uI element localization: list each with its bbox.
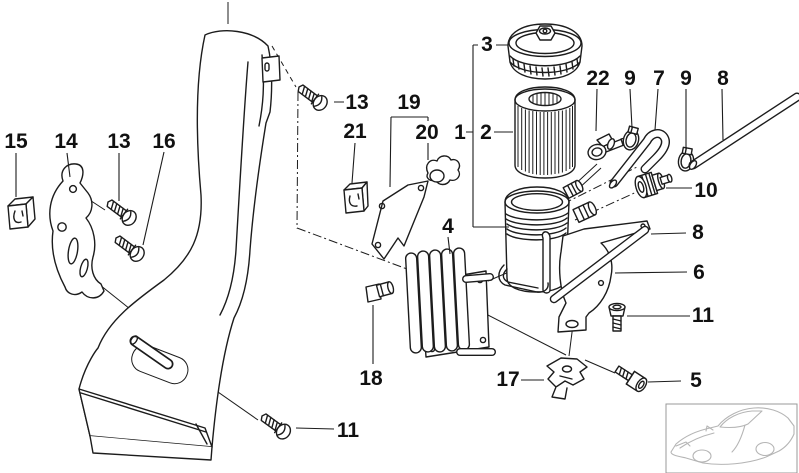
holder-bracket-part-14 [49,163,105,299]
bolt-part-11-right [608,302,626,332]
callout-16: 16 [152,130,175,153]
callout-15: 15 [4,130,28,153]
filter-housing-part-1 [498,179,598,294]
callout-4: 4 [442,215,454,238]
screw-part-13-duct [293,80,331,114]
duct-screw-slot [264,62,270,72]
car-silhouette-icon [670,407,795,465]
clip-nut-part-15 [7,196,36,230]
clamp-part-17 [546,357,588,400]
screw-part-13-left [102,195,140,229]
housing-port-upper [562,179,584,199]
car-thumbnail [665,403,798,473]
callout-20: 20 [415,121,438,144]
callout-17: 17 [496,368,519,391]
callout-21: 21 [343,120,367,143]
callout-9: 9 [680,67,692,90]
callout-2: 2 [480,121,492,144]
air-duct-part [78,2,281,461]
callout-9: 9 [624,67,636,90]
callout-8: 8 [692,221,704,244]
housing-support-rod [541,231,551,294]
callout-22: 22 [586,67,609,90]
support-bracket-part-19 [371,180,429,260]
duct-handle [129,335,189,385]
cooler-tubes [456,273,496,356]
callout-7: 7 [653,67,665,90]
callout-5: 5 [690,369,702,392]
housing-port-lower [572,201,598,224]
callout-19: 19 [397,91,420,114]
thumbnail-frame [665,403,798,473]
callout-10: 10 [694,179,717,202]
hose-part-7 [608,129,670,189]
callout-13: 13 [107,130,130,153]
grommet-part-18 [365,281,395,303]
fuel-cooler-part-4 [404,247,496,358]
callout-1: 1 [454,121,466,144]
pressure-regulator-part-10 [634,171,673,199]
label-leader-lines [15,44,724,430]
filter-cap-part-3 [507,23,583,80]
clip-nut-part-21 [343,181,369,214]
screw-part-16 [110,231,148,265]
callout-11: 11 [337,419,360,442]
housing-strap [498,264,549,293]
callout-3: 3 [481,33,493,56]
callout-6: 6 [693,261,705,284]
filter-element-part-2 [514,86,576,179]
bolt-part-5 [614,365,648,393]
cooler-coils [404,247,471,354]
hose-part-8-upper [688,92,799,171]
callout-11: 11 [692,304,715,327]
callout-13: 13 [345,91,368,114]
duct-scoop-mouth [78,388,213,461]
callout-14: 14 [54,130,78,153]
pipe-part-8-lower [549,225,650,304]
bolt-part-11-duct [256,408,294,443]
callout-8: 8 [717,67,729,90]
hose-clamp-part-20 [426,155,461,186]
callout-18: 18 [359,367,383,390]
